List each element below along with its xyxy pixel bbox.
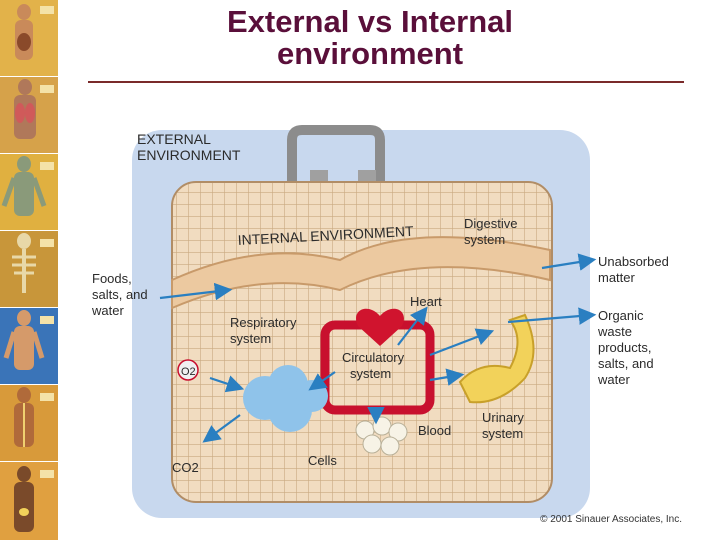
unabsorbed-label-1: Unabsorbed xyxy=(598,254,669,269)
urinary-label-1: Urinary xyxy=(482,410,524,425)
foods-label-3: water xyxy=(91,303,124,318)
body-systems-sidebar xyxy=(0,0,58,540)
respiratory-label-2: system xyxy=(230,331,271,346)
digestive-figure-icon xyxy=(0,0,58,76)
title-divider xyxy=(88,81,684,83)
organic-label-2: waste xyxy=(597,324,632,339)
diagram-canvas: EXTERNAL ENVIRONMENT INTERNAL ENVIRONMEN… xyxy=(91,125,669,518)
co2-label: CO2 xyxy=(172,460,199,475)
title-line-2: environment xyxy=(276,36,464,71)
skeletal-figure-icon xyxy=(0,231,58,307)
urinary-organ xyxy=(458,313,535,404)
flow-arrows xyxy=(159,253,597,443)
circulatory-figure-icon xyxy=(0,308,58,384)
circulatory-label-1: Circulatory xyxy=(342,350,405,365)
blood-label: Blood xyxy=(418,423,451,438)
title-line-1: External vs Internal xyxy=(226,4,513,39)
foods-label-1: Foods, xyxy=(92,271,132,286)
heart-shape xyxy=(356,308,404,346)
heart-label: Heart xyxy=(410,294,442,309)
copyright-notice: © 2001 Sinauer Associates, Inc. xyxy=(540,514,682,525)
endocrine-figure-icon xyxy=(0,462,58,540)
slide-title: External vs Internal environment xyxy=(150,6,590,70)
nervous-figure-icon xyxy=(0,385,58,461)
o2-label: O2 xyxy=(181,366,196,378)
organic-label-4: salts, and xyxy=(598,356,654,371)
organic-label-3: products, xyxy=(598,340,651,355)
organic-label-1: Organic xyxy=(598,308,644,323)
digestive-label-2: system xyxy=(464,232,505,247)
digestive-tract xyxy=(171,236,551,310)
circulatory-label-2: system xyxy=(350,366,391,381)
respiratory-figure-icon xyxy=(0,77,58,153)
urinary-label-2: system xyxy=(482,426,523,441)
o2-marker xyxy=(177,359,199,381)
external-environment-label-2: ENVIRONMENT xyxy=(137,147,241,163)
external-environment-label-1: EXTERNAL xyxy=(137,131,211,147)
muscular-figure-icon xyxy=(0,154,58,230)
organic-label-5: water xyxy=(597,372,630,387)
foods-label-2: salts, and xyxy=(92,287,148,302)
respiratory-label-1: Respiratory xyxy=(230,315,297,330)
unabsorbed-label-2: matter xyxy=(598,270,636,285)
environment-diagram: EXTERNAL ENVIRONMENT INTERNAL ENVIRONMEN… xyxy=(80,120,690,530)
digestive-label-1: Digestive xyxy=(464,216,517,231)
cells-label: Cells xyxy=(308,453,337,468)
